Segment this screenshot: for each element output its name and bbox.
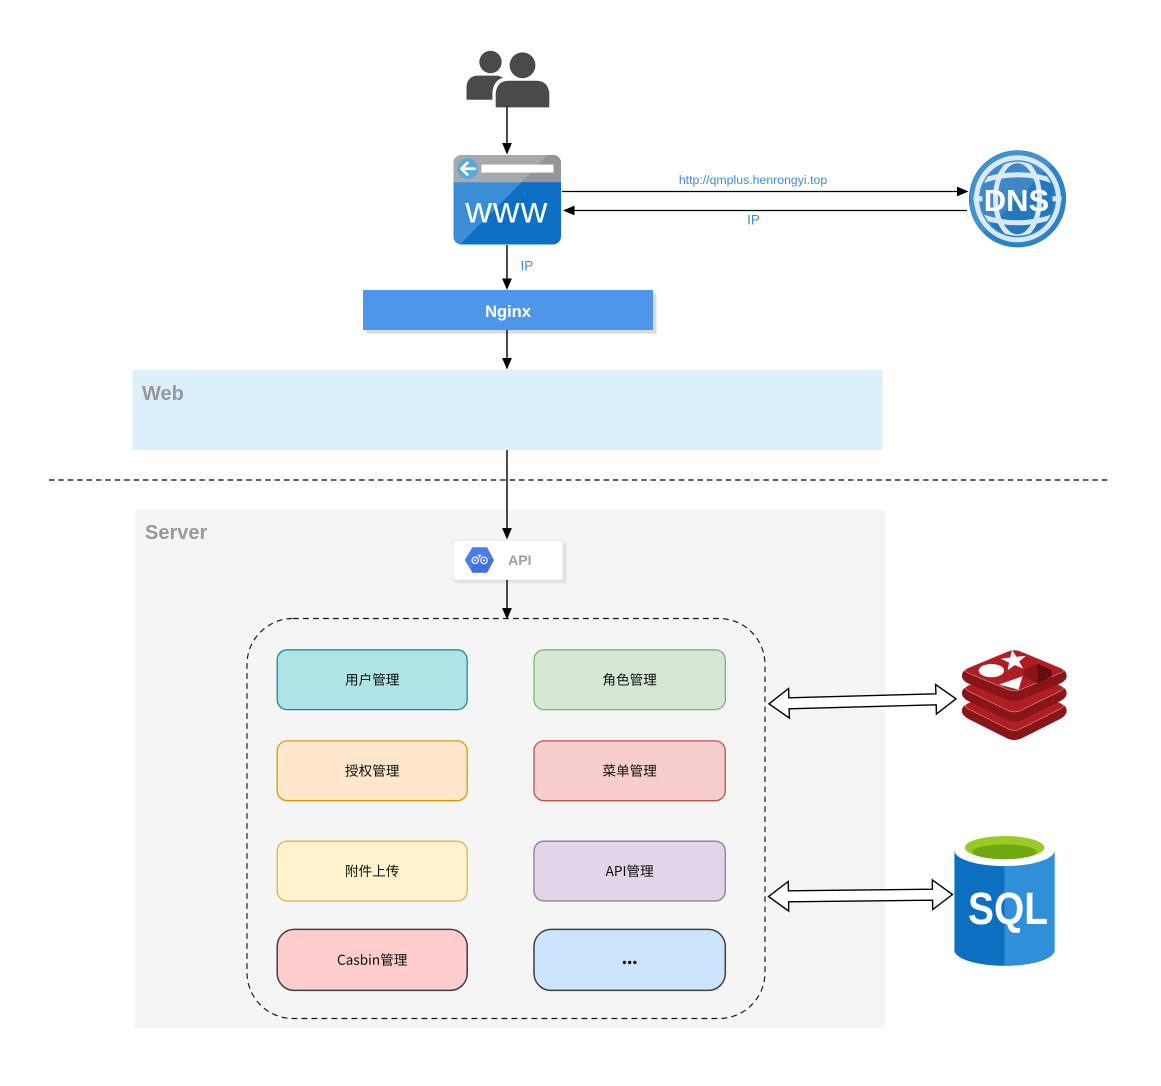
svg-text:API: API: [508, 552, 531, 568]
svg-text:Nginx: Nginx: [485, 303, 532, 321]
svg-text:IP: IP: [747, 213, 760, 228]
svg-text:SQL: SQL: [968, 883, 1048, 934]
svg-text:http://qmplus.henrongyi.top: http://qmplus.henrongyi.top: [679, 173, 827, 187]
svg-text:www: www: [464, 190, 548, 231]
svg-text:IP: IP: [521, 259, 534, 274]
svg-text:Web: Web: [142, 383, 184, 405]
svg-text:DNS: DNS: [984, 183, 1049, 218]
svg-text:Server: Server: [145, 522, 207, 544]
